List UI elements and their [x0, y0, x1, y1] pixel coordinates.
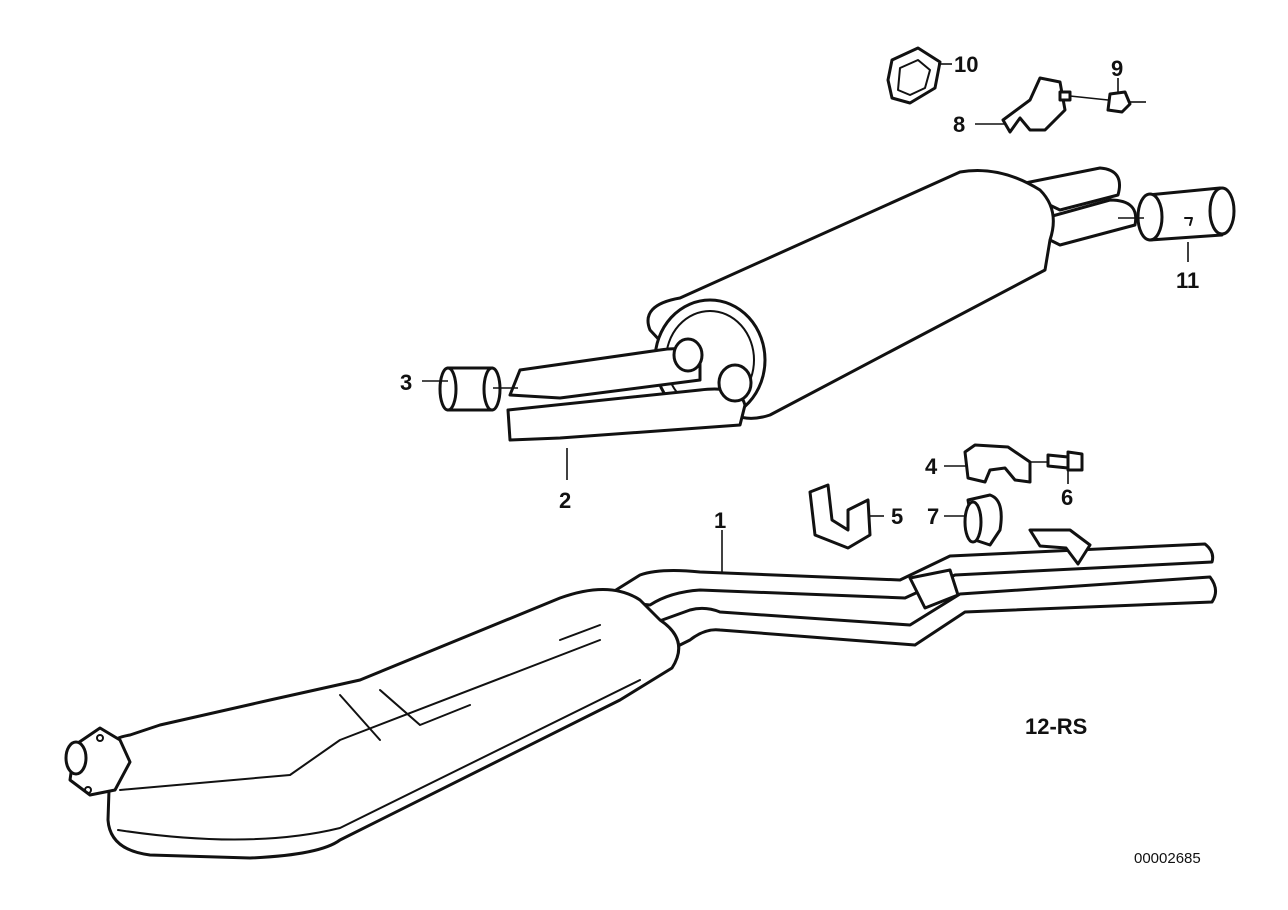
callout-1: 1 — [714, 508, 726, 533]
callout-labels: 1 2 3 4 5 6 7 8 9 10 11 — [400, 52, 1199, 533]
callout-11: 11 — [1176, 268, 1199, 293]
callout-10: 10 — [954, 52, 978, 77]
clamp-bracket[interactable] — [963, 443, 1032, 484]
hanger-strap — [1028, 528, 1092, 566]
bracket-stud — [1058, 90, 1072, 102]
rubber-mount[interactable] — [963, 493, 1003, 547]
callout-8: 8 — [953, 112, 965, 137]
reference-number: 00002685 — [1134, 850, 1201, 867]
rear-muffler[interactable] — [506, 166, 1138, 442]
pipe-sleeve[interactable] — [438, 366, 502, 412]
hex-nut[interactable] — [1106, 90, 1132, 114]
hex-bolt[interactable] — [1046, 450, 1084, 472]
callout-9: 9 — [1111, 56, 1123, 81]
gasket[interactable] — [886, 46, 942, 105]
callout-4: 4 — [925, 454, 938, 479]
callout-7: 7 — [927, 504, 939, 529]
leader-lines — [422, 63, 1189, 572]
callout-2: 2 — [559, 488, 571, 513]
callout-6: 6 — [1061, 485, 1073, 510]
callout-3: 3 — [400, 370, 412, 395]
tailpipe-trim[interactable] — [1136, 186, 1236, 242]
front-muffler-assembly[interactable] — [64, 542, 1217, 860]
callout-5: 5 — [891, 504, 903, 529]
u-clip[interactable] — [808, 483, 872, 550]
mounting-bracket[interactable] — [1001, 76, 1067, 134]
group-code: 12-RS — [1025, 714, 1087, 739]
